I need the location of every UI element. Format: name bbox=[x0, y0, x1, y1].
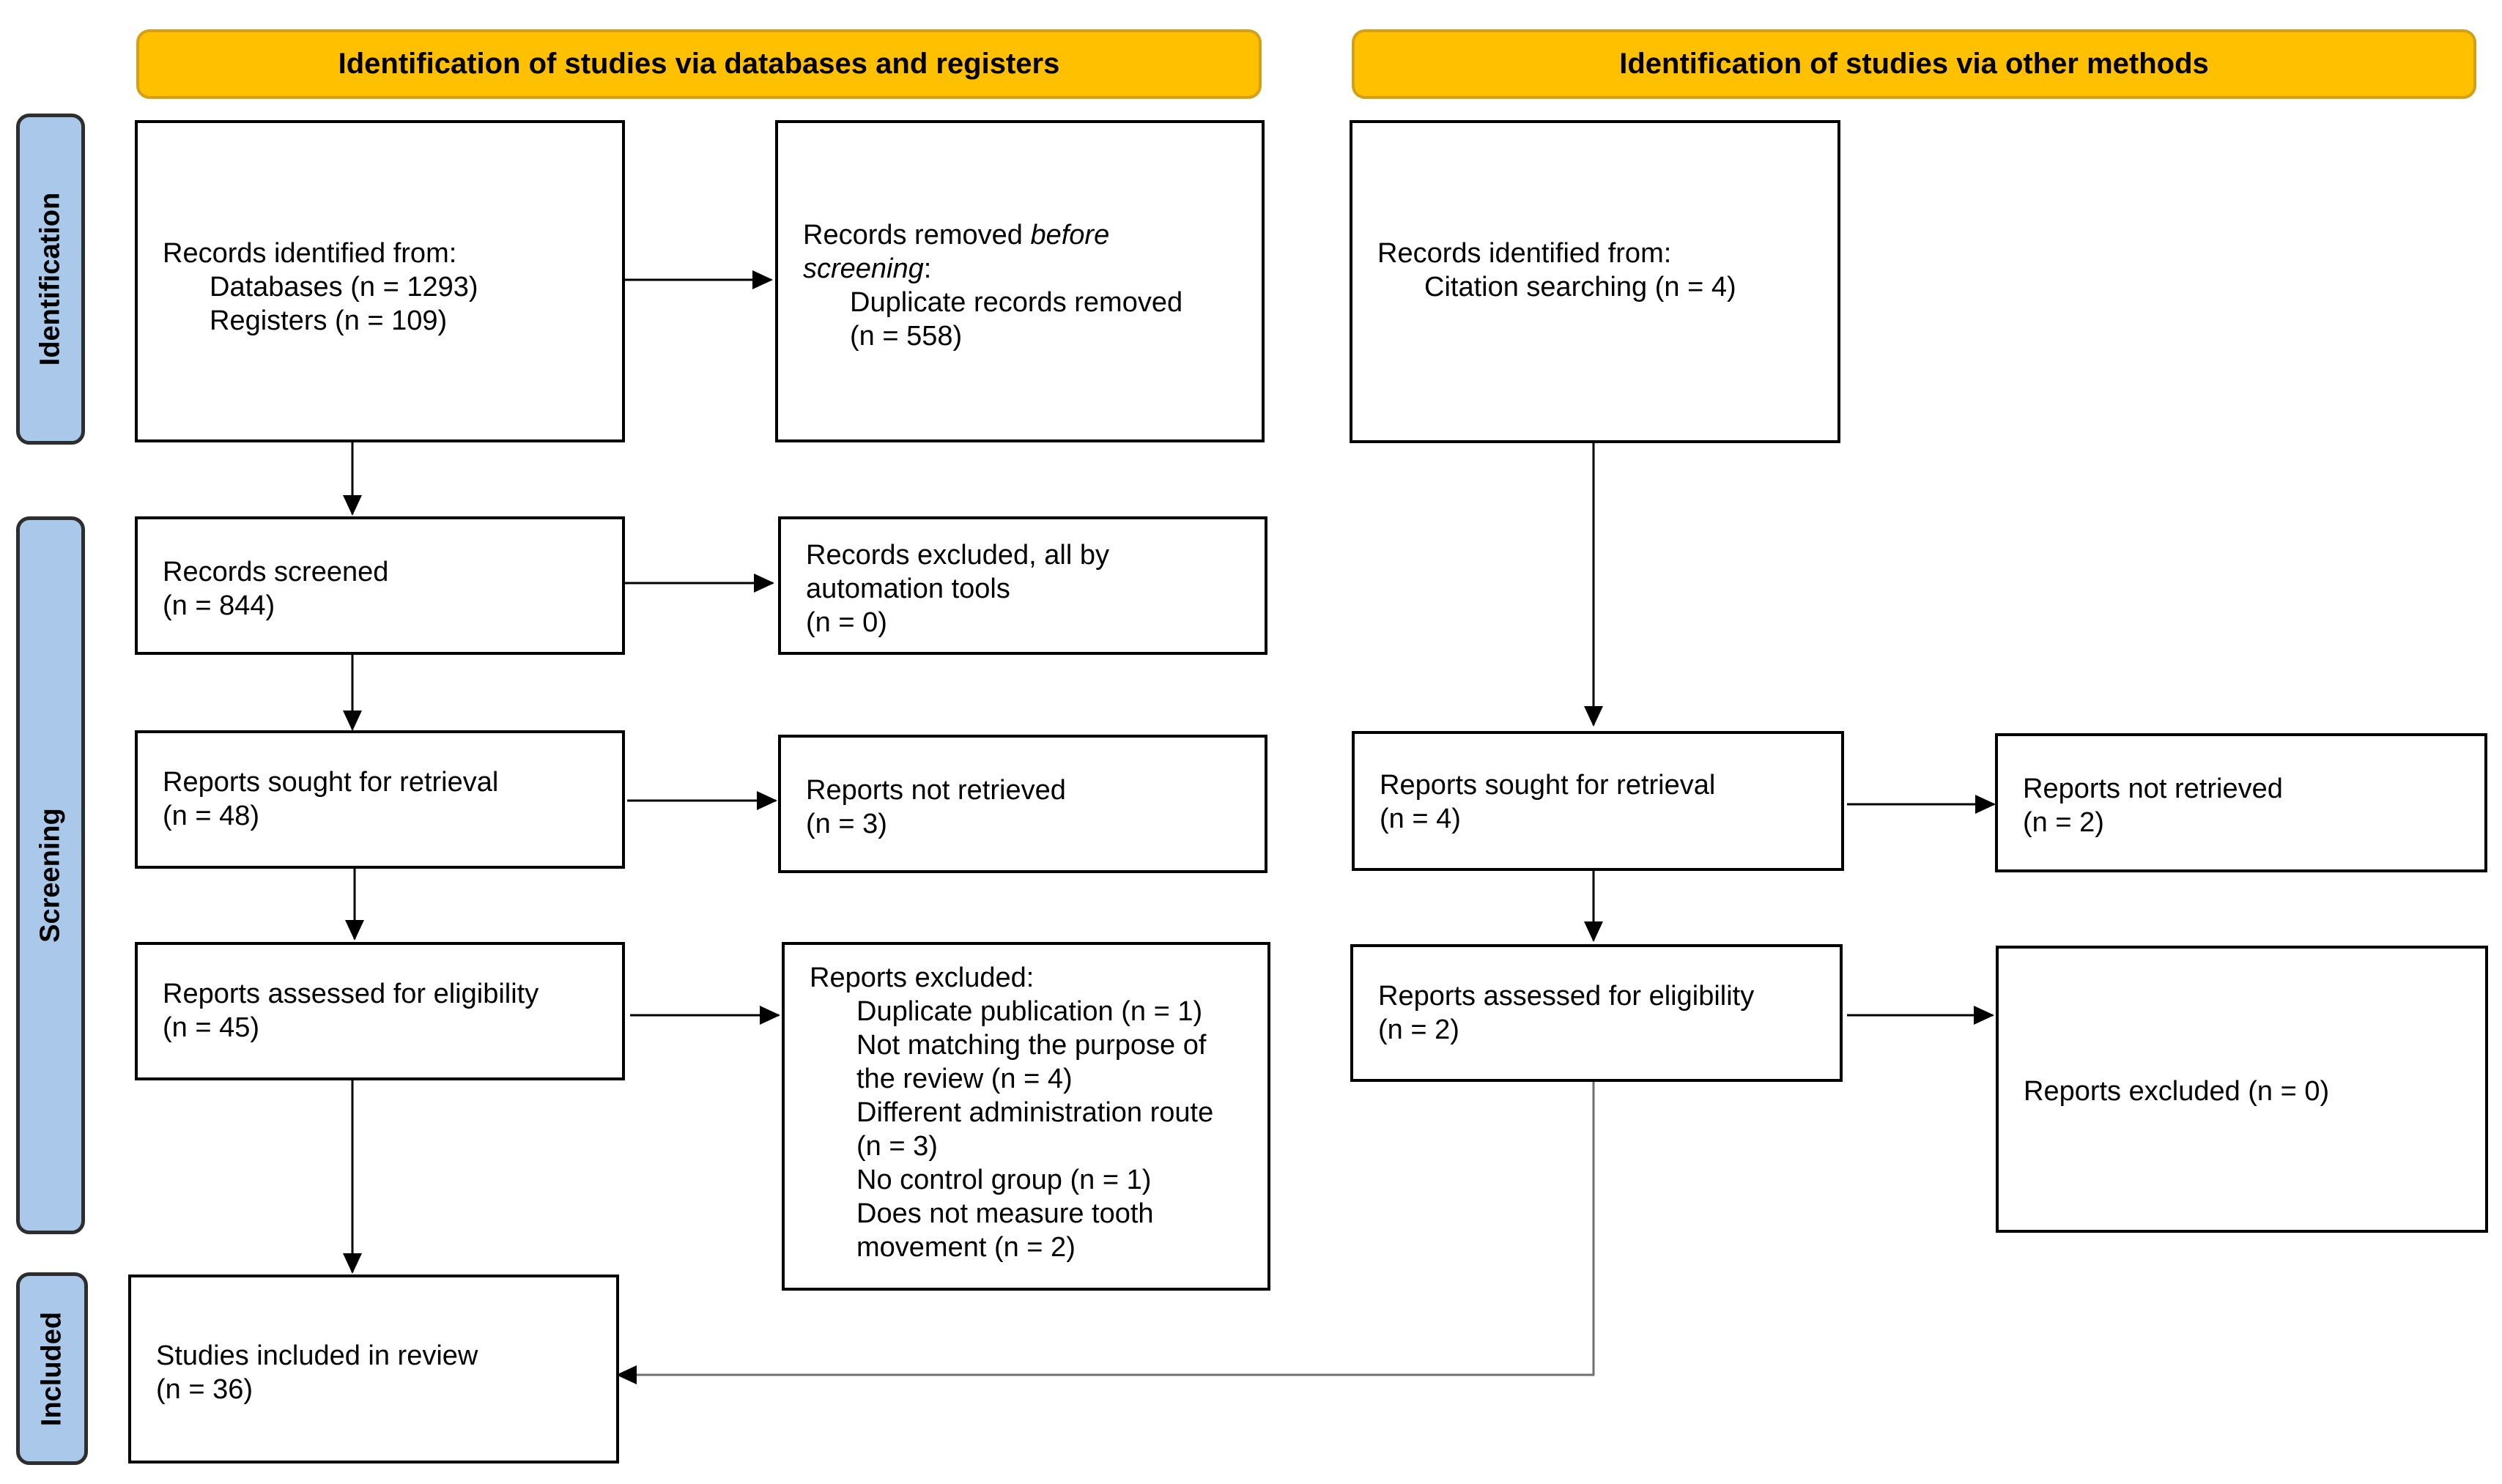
excluded-automation-line1: Records excluded, all by bbox=[806, 540, 1109, 571]
studies-included-count: (n = 36) bbox=[156, 1374, 253, 1405]
records-identified-databases: Databases (n = 1293) bbox=[210, 272, 478, 303]
box-other-reports-excluded: Reports excluded (n = 0) bbox=[1996, 946, 2488, 1233]
reports-excluded-reason: No control group (n = 1) bbox=[856, 1165, 1152, 1195]
reports-excluded-reason: Duplicate publication (n = 1) bbox=[856, 996, 1203, 1027]
box-other-reports-sought: Reports sought for retrieval (n = 4) bbox=[1352, 731, 1844, 871]
studies-included-label: Studies included in review bbox=[156, 1340, 478, 1371]
reports-not-retrieved-count: (n = 3) bbox=[806, 809, 887, 839]
stage-screening: Screening bbox=[16, 516, 85, 1234]
reports-excluded-reason: (n = 3) bbox=[856, 1131, 938, 1162]
records-removed-heading-2: screening: bbox=[803, 253, 932, 284]
other-assessed-label: Reports assessed for eligibility bbox=[1378, 981, 1755, 1012]
stage-included: Included bbox=[16, 1272, 88, 1465]
other-identified-title: Records identified from: bbox=[1377, 238, 1672, 269]
reports-excluded-title: Reports excluded: bbox=[810, 962, 1035, 993]
records-screened-count: (n = 844) bbox=[163, 590, 275, 621]
box-records-identified: Records identified from: Databases (n = … bbox=[135, 120, 625, 442]
reports-not-retrieved-label: Reports not retrieved bbox=[806, 775, 1066, 806]
records-removed-duplicates: Duplicate records removed bbox=[850, 287, 1183, 318]
other-assessed-count: (n = 2) bbox=[1378, 1014, 1459, 1045]
reports-assessed-count: (n = 45) bbox=[163, 1012, 260, 1043]
records-screened-label: Records screened bbox=[163, 557, 389, 587]
reports-excluded-reason: the review (n = 4) bbox=[856, 1064, 1073, 1094]
box-reports-sought: Reports sought for retrieval (n = 48) bbox=[135, 730, 625, 869]
records-removed-count: (n = 558) bbox=[850, 321, 963, 352]
excluded-automation-line2: automation tools bbox=[806, 574, 1010, 604]
box-other-records-identified: Records identified from: Citation search… bbox=[1350, 120, 1840, 443]
reports-excluded-reason: movement (n = 2) bbox=[856, 1232, 1076, 1263]
other-not-retrieved-count: (n = 2) bbox=[2023, 807, 2104, 838]
header-other-text: Identification of studies via other meth… bbox=[1619, 48, 2209, 80]
reports-assessed-label: Reports assessed for eligibility bbox=[163, 979, 539, 1009]
other-not-retrieved-label: Reports not retrieved bbox=[2023, 773, 2283, 804]
box-reports-assessed: Reports assessed for eligibility (n = 45… bbox=[135, 942, 625, 1080]
records-identified-title: Records identified from: bbox=[163, 238, 457, 269]
box-studies-included: Studies included in review (n = 36) bbox=[128, 1275, 619, 1463]
other-reports-excluded-label: Reports excluded (n = 0) bbox=[2024, 1076, 2330, 1107]
header-databases-registers: Identification of studies via databases … bbox=[136, 29, 1262, 99]
box-records-removed: Records removed before screening: Duplic… bbox=[775, 120, 1265, 442]
other-sought-label: Reports sought for retrieval bbox=[1380, 770, 1716, 801]
box-other-reports-not-retrieved: Reports not retrieved (n = 2) bbox=[1995, 733, 2487, 872]
box-records-excluded-automation: Records excluded, all by automation tool… bbox=[778, 516, 1267, 655]
box-records-screened: Records screened (n = 844) bbox=[135, 516, 625, 655]
box-reports-excluded: Reports excluded: Duplicate publication … bbox=[782, 942, 1270, 1291]
reports-excluded-reason: Does not measure tooth bbox=[856, 1198, 1154, 1229]
stage-identification: Identification bbox=[16, 114, 85, 445]
arrow-other-assessed-to-included bbox=[616, 1081, 1595, 1384]
reports-sought-label: Reports sought for retrieval bbox=[163, 767, 499, 798]
records-removed-heading: Records removed before bbox=[803, 220, 1110, 251]
header-other-methods: Identification of studies via other meth… bbox=[1352, 29, 2476, 99]
header-databases-text: Identification of studies via databases … bbox=[338, 48, 1060, 80]
box-other-reports-assessed: Reports assessed for eligibility (n = 2) bbox=[1350, 944, 1843, 1082]
excluded-automation-count: (n = 0) bbox=[806, 607, 887, 638]
box-reports-not-retrieved: Reports not retrieved (n = 3) bbox=[778, 735, 1267, 873]
reports-excluded-reason: Different administration route bbox=[856, 1097, 1214, 1128]
reports-excluded-reason: Not matching the purpose of bbox=[856, 1030, 1207, 1061]
other-identified-citation: Citation searching (n = 4) bbox=[1424, 272, 1736, 303]
other-sought-count: (n = 4) bbox=[1380, 804, 1461, 834]
records-identified-registers: Registers (n = 109) bbox=[210, 305, 448, 336]
reports-sought-count: (n = 48) bbox=[163, 801, 260, 831]
